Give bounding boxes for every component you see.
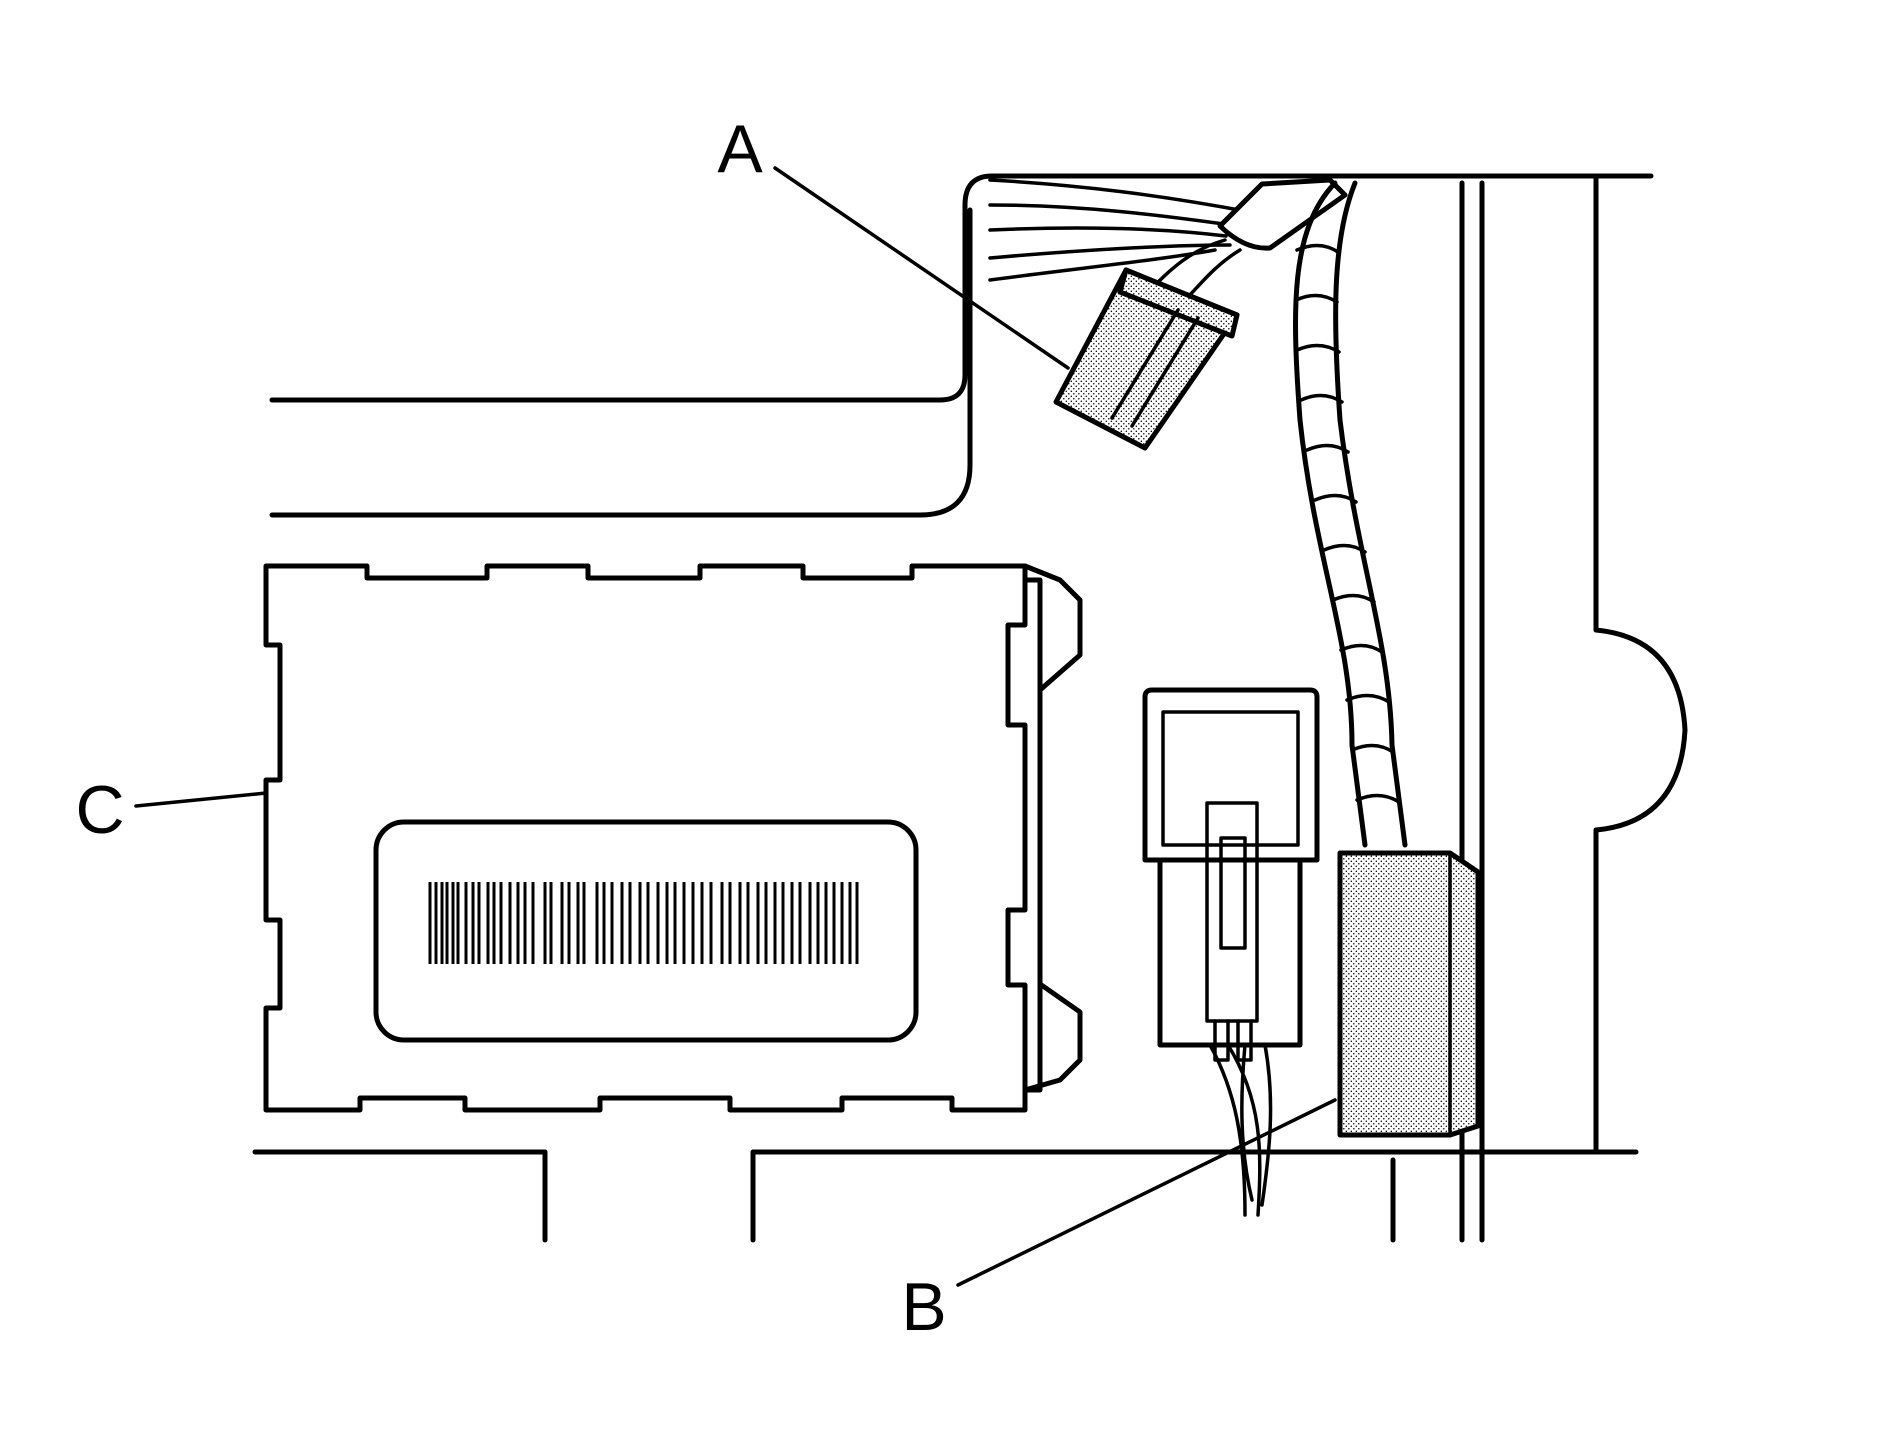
lower-trim-right	[750, 1149, 1639, 1243]
leader-line-a	[773, 166, 1070, 370]
bracket-wires	[1208, 1043, 1273, 1217]
callout-b: B	[901, 1269, 946, 1345]
center-bracket	[1142, 687, 1320, 1062]
barcode-icon	[428, 882, 859, 964]
wire-bundle	[988, 178, 1252, 282]
side-panel-with-notch	[1593, 173, 1688, 1153]
callout-c: C	[75, 772, 124, 848]
leader-line-c	[134, 791, 268, 808]
lower-trim-left	[252, 1149, 548, 1243]
barcode-label	[373, 819, 919, 1043]
leader-line-b	[956, 1098, 1337, 1287]
callout-a: A	[717, 111, 763, 187]
connector-a	[1053, 267, 1240, 451]
upper-trim-panel	[269, 173, 1654, 403]
module-c	[263, 563, 1083, 1113]
connector-b	[1337, 850, 1481, 1138]
upper-trim-panel-lower-edge	[269, 207, 973, 518]
convoluted-conduit	[1293, 180, 1408, 848]
